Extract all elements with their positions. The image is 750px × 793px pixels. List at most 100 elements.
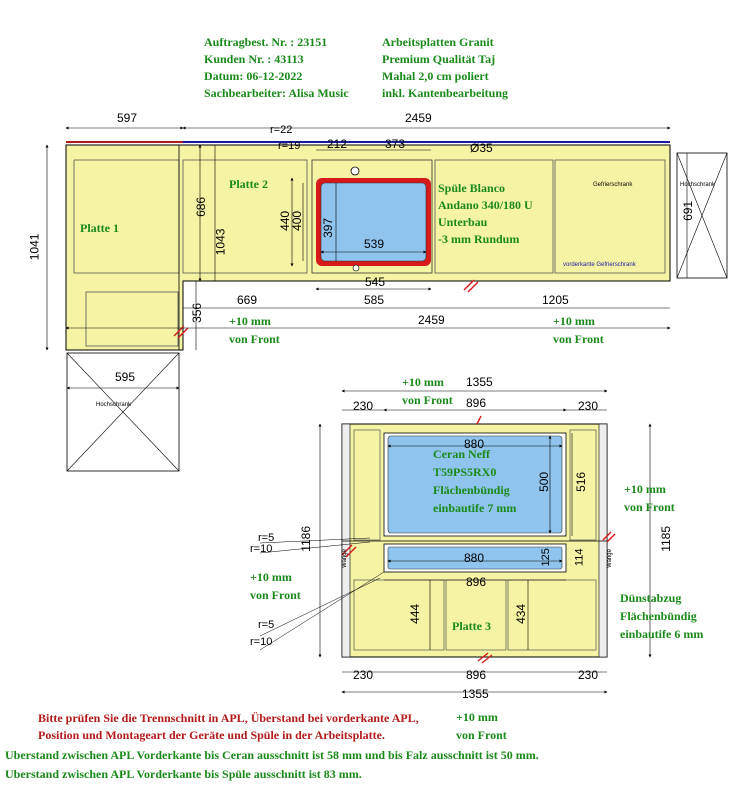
dim-230-tl: 230	[353, 399, 374, 413]
island-plus10-left: +10 mm	[250, 570, 292, 584]
label-platte-3: Platte 3	[452, 619, 491, 633]
sink-cabinet	[311, 159, 433, 274]
hob-label-3: Flächenbündig	[433, 483, 510, 497]
label-platte-2: Platte 2	[229, 177, 268, 191]
island-from-front-right: von Front	[624, 500, 675, 514]
plus10-right: +10 mm	[553, 314, 595, 328]
top-worktop-plan	[45, 126, 728, 472]
dim-r10-b: r=10	[250, 636, 273, 648]
dim-434: 434	[514, 603, 529, 624]
label-hochschrank-bottom: Hochschrank	[96, 402, 132, 408]
dim-500: 500	[537, 471, 552, 492]
dim-1041: 1041	[27, 233, 42, 261]
dim-1043: 1043	[213, 228, 228, 256]
dim-539: 539	[364, 237, 385, 251]
dim-1205: 1205	[542, 293, 569, 307]
island-from-front-bottom: von Front	[456, 728, 507, 742]
hob-label-4: einbautife 7 mm	[433, 501, 517, 515]
order-number: Auftragbest. Nr. : 23151	[204, 35, 328, 49]
label-wange-right: Wange	[606, 549, 613, 568]
dim-545: 545	[365, 275, 386, 289]
note-overhang-2: Uberstand zwischen APL Vorderkante bis S…	[5, 767, 362, 781]
hob-cutout	[387, 435, 563, 534]
hood-label-1: Dünstabzug	[620, 591, 682, 605]
dim-r5-a: r=5	[258, 532, 275, 544]
dim-1186: 1186	[299, 525, 314, 552]
sink-label-2: Andano 340/180 U	[438, 198, 533, 212]
island-plus10-bottom: +10 mm	[456, 710, 498, 724]
customer-number: Kunden Nr. : 43113	[204, 52, 304, 66]
sink-label-3: Unterbau	[438, 215, 488, 229]
dim-686: 686	[194, 196, 209, 217]
cabinet-outline-3	[434, 159, 554, 274]
dim-125: 125	[539, 548, 552, 567]
sink-label-4: -3 mm Rundum	[438, 232, 520, 246]
dim-400: 400	[290, 210, 305, 231]
dim-896-bottom: 896	[466, 668, 487, 682]
dim-r22: r=22	[270, 124, 293, 136]
hob-label-1: Ceran Neff	[433, 447, 490, 461]
dim-356: 356	[190, 302, 205, 323]
date: Datum: 06-12-2022	[204, 69, 303, 83]
island-side-panel-left	[341, 423, 351, 658]
island-plus10-right: +10 mm	[624, 482, 666, 496]
dim-585: 585	[364, 293, 385, 307]
hood-label-2: Flächenbündig	[620, 609, 697, 623]
dim-230-bl: 230	[353, 668, 374, 682]
dim-595: 595	[115, 370, 136, 384]
from-front-left: von Front	[229, 332, 280, 346]
dim-516: 516	[574, 471, 589, 492]
dim-896-mid: 896	[466, 575, 487, 589]
dim-230-tr: 230	[578, 399, 599, 413]
dim-373: 373	[385, 137, 406, 151]
material-line-3: Mahal 2,0 cm poliert	[382, 69, 489, 83]
dim-669: 669	[237, 293, 258, 307]
label-vorderkante: vorderkante Gefrierschrank	[563, 262, 636, 268]
dim-r19: r=19	[278, 140, 301, 152]
note-overhang-1: Uberstand zwischen APL Vorderkante bis C…	[5, 748, 539, 762]
label-hochschrank-right: Hochschrank	[680, 182, 716, 188]
dim-d35: Ø35	[470, 141, 493, 155]
dim-2459-bottom: 2459	[418, 313, 445, 327]
sink-basin	[320, 182, 427, 262]
dim-896-top: 896	[466, 396, 487, 410]
dim-880-bottom: 880	[464, 551, 485, 565]
label-wange-left: Wange	[341, 549, 348, 568]
drain-hole	[352, 264, 360, 272]
dim-597: 597	[117, 111, 138, 125]
island-worktop-plan	[259, 389, 652, 694]
dim-444: 444	[408, 603, 423, 624]
dim-1355-bottom: 1355	[462, 687, 489, 701]
dim-212: 212	[327, 137, 348, 151]
material-line-2: Premium Qualität Taj	[382, 52, 496, 66]
hood-cutout	[387, 546, 563, 570]
sink-label-1: Spüle Blanco	[438, 181, 506, 195]
cabinet-outline-5	[85, 291, 179, 347]
dim-2459-top: 2459	[405, 111, 432, 125]
island-from-front-top: von Front	[402, 393, 453, 407]
clerk: Sachbearbeiter: Alisa Music	[204, 86, 349, 100]
from-front-right: von Front	[553, 332, 604, 346]
dim-r5-b: r=5	[258, 619, 275, 631]
tap-hole	[350, 166, 360, 176]
material-line-1: Arbeitsplatten Granit	[382, 35, 494, 49]
label-platte-1: Platte 1	[80, 221, 119, 235]
material-line-4: inkl. Kantenbearbeitung	[382, 86, 509, 100]
island-plus10-top: +10 mm	[402, 375, 444, 389]
dim-114: 114	[573, 548, 586, 567]
island-side-panel-right	[598, 423, 608, 658]
dim-r10-a: r=10	[250, 543, 273, 555]
dim-880-top: 880	[464, 437, 485, 451]
cabinet-outline-2	[182, 159, 308, 274]
note-check-2: Position und Montageart der Geräte und S…	[38, 728, 385, 742]
hob-label-2: T59PS5RX0	[433, 465, 497, 479]
dim-230-br: 230	[578, 668, 599, 682]
dim-397: 397	[321, 217, 336, 238]
cabinet-outline-4	[554, 159, 666, 274]
label-gefrierschrank: Gefrierschrank	[593, 182, 633, 188]
dim-1355-top: 1355	[466, 375, 493, 389]
island-from-front-left: von Front	[250, 588, 301, 602]
dim-691: 691	[681, 200, 696, 221]
plus10-left: +10 mm	[229, 314, 271, 328]
